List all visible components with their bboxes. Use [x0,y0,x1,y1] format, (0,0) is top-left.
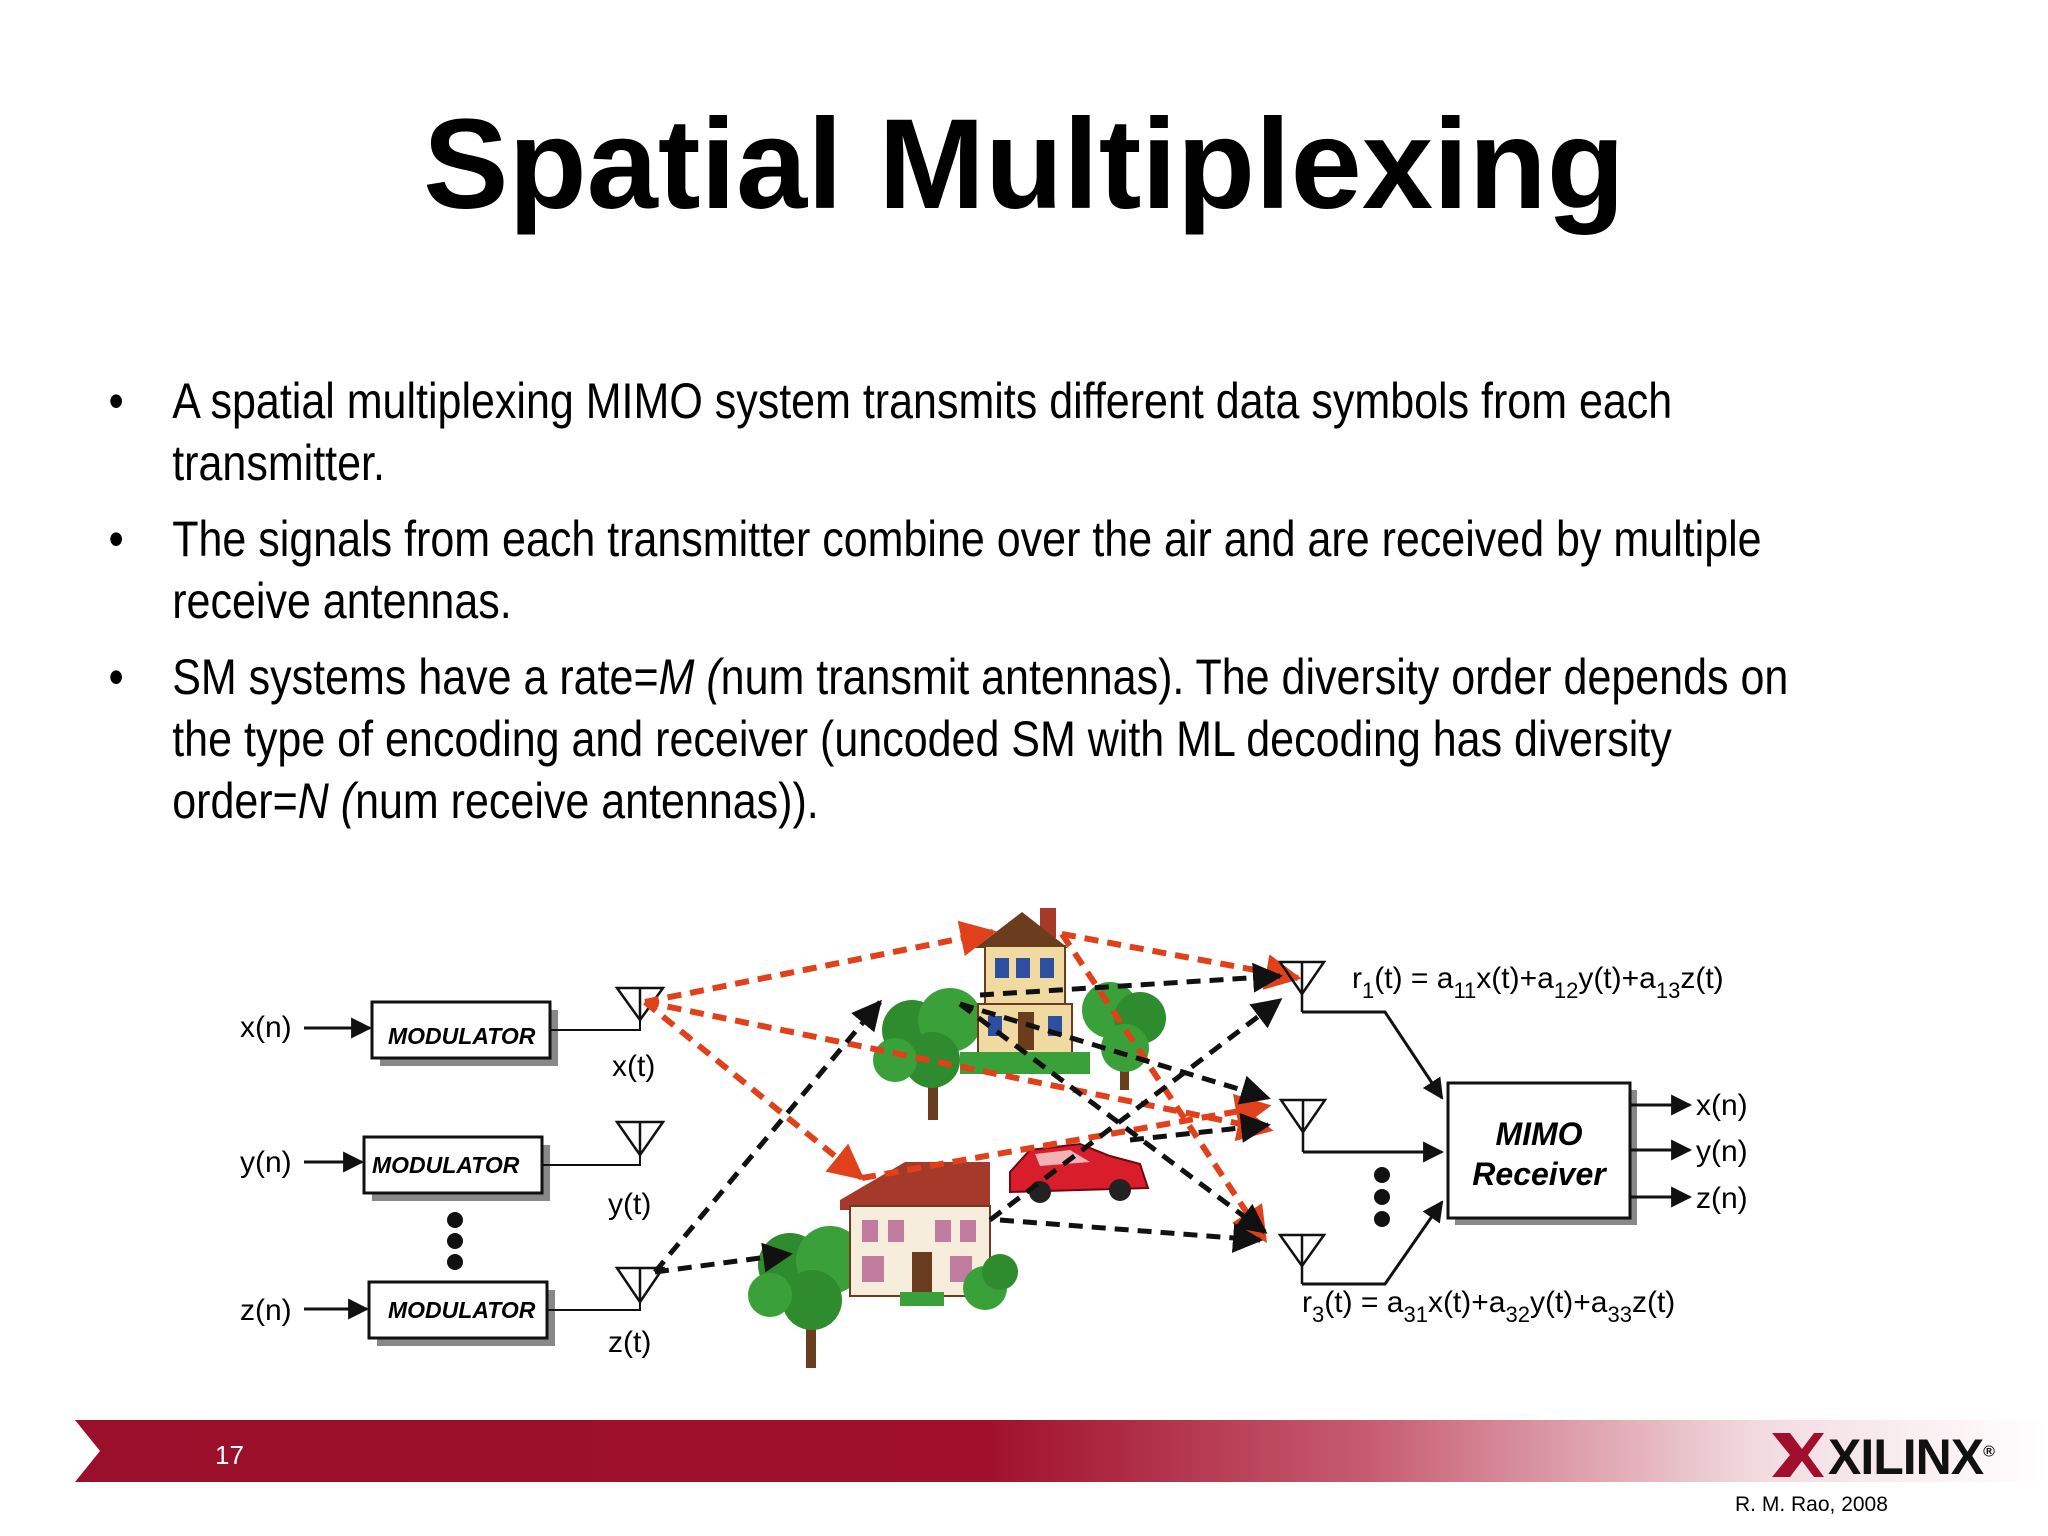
bullet-item: • SM systems have a rate=M (num transmit… [100,646,1987,832]
receiver-label: Receiver [1472,1156,1607,1192]
bullet-dot-icon: • [108,373,124,429]
tx-signal-label: x(t) [612,1050,655,1083]
antenna-icon [1277,960,1327,1012]
multipath-black [988,998,1283,1222]
multipath-black [1129,1113,1271,1143]
bullet-text: SM systems have a rate= [172,649,659,705]
bullet-item: • A spatial multiplexing MIMO system tra… [100,370,1987,494]
input-label-y: y(n) [240,1146,292,1179]
bullet-text: num transmit antennas). The diversity or… [720,649,1789,705]
bullet-text: The signals from each transmitter combin… [172,511,1762,567]
tx-signal-label: y(t) [608,1188,651,1221]
bullet-text: transmitter. [172,435,385,491]
bullet-list: • A spatial multiplexing MIMO system tra… [100,370,2000,846]
modulator-box: MODULATOR [367,1280,555,1346]
antenna-icon [1278,1098,1328,1152]
modulator-label: MODULATOR [388,1023,536,1049]
modulator-label: MODULATOR [388,1297,536,1323]
multipath-black [958,1001,1268,1235]
tree-icon [963,1254,1018,1310]
multipath-red [643,999,865,1181]
input-label-z: z(n) [240,1294,292,1327]
modulator-label: MODULATOR [372,1152,520,1178]
bullet-text: ( [694,649,721,705]
ellipsis-icon [447,1212,463,1270]
bullet-text: A spatial multiplexing MIMO system trans… [172,373,1673,429]
multipath-red [1059,932,1268,1243]
antenna-icon [614,1266,666,1305]
output-label: x(n) [1696,1089,1748,1122]
ellipsis-icon [1374,1167,1390,1227]
antenna-icon [614,1120,666,1158]
tx-feed-line [547,1302,641,1311]
multipath-red [644,999,1274,1142]
xilinx-logo-text: XILINX® [1828,1429,1995,1485]
mimo-diagram: x(n) y(n) z(n) MODULATOR MODULATOR MODUL… [240,908,1748,1368]
tx-feed-line [542,1155,641,1166]
bullet-dot-icon: • [108,511,124,567]
bullet-text: num receive antennas)). [355,773,819,829]
equation-r1: r1(t) = a11x(t)+a12y(t)+a13z(t) [1352,962,1724,1003]
author-credit: R. M. Rao, 2008 [1735,1493,1888,1516]
antenna-icon [1277,1233,1327,1284]
mimo-receiver-box: MIMO Receiver [1446,1081,1637,1225]
tx-signal-label: z(t) [608,1326,651,1359]
multipath-black [979,962,1283,998]
input-label-x: x(n) [240,1011,292,1044]
output-label: z(n) [1696,1182,1748,1215]
multipath-black [999,1217,1263,1253]
order-variable: N [297,773,329,829]
house-icon [840,1162,991,1306]
car-icon [1009,1142,1150,1203]
modulator-box: MODULATOR [362,1135,550,1201]
rate-variable: M [658,649,695,705]
bullet-dot-icon: • [108,649,124,705]
multipath-red [644,920,997,1005]
equation-r3: r3(t) = a31x(t)+a32y(t)+a33z(t) [1302,1286,1675,1327]
modulator-box: MODULATOR [370,1000,558,1066]
multipath-red [1061,931,1302,990]
tx-feed-line [550,1020,641,1031]
multipath-black [959,1001,1271,1105]
rx-feed-line [1302,1200,1444,1286]
bullet-item: • The signals from each transmitter comb… [100,508,1987,632]
multipath-black [653,999,882,1274]
footer-band [75,1420,2048,1482]
bullet-text: order= [172,773,298,829]
bullet-text: ( [328,773,356,829]
page-number: 17 [215,1440,244,1470]
bullet-text: the type of encoding and receiver (uncod… [172,711,1672,767]
xilinx-logo-icon [1772,1433,1824,1477]
tree-icon [748,1226,864,1368]
bullet-text: receive antennas. [172,573,512,629]
output-label: y(n) [1696,1135,1748,1168]
rx-feed-line [1302,1010,1444,1100]
receiver-label: MIMO [1495,1116,1582,1152]
slide-title: Spatial Multiplexing [423,93,1625,236]
